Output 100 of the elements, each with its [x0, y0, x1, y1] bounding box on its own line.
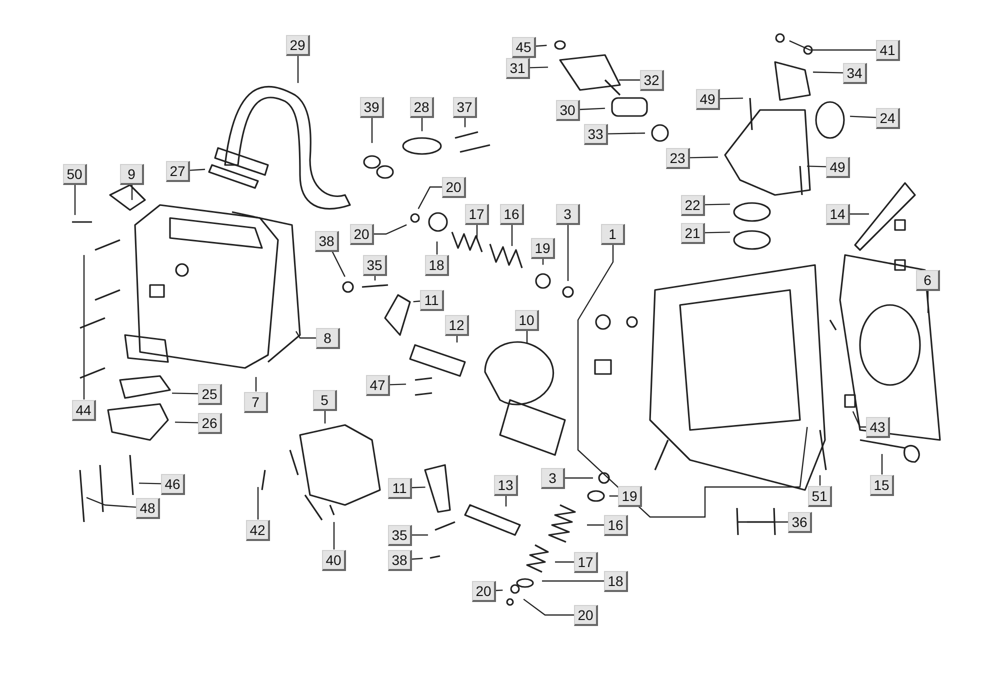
leader-line [174, 422, 198, 424]
callout-number: 11 [420, 290, 444, 310]
callout-number: 18 [604, 570, 628, 592]
leader-line [412, 534, 428, 536]
callout-number: 40 [322, 550, 346, 570]
leader-line [806, 166, 826, 168]
leader-line [587, 524, 604, 526]
callout-number: 3 [541, 468, 565, 488]
callout-number: 46 [161, 474, 185, 494]
leader-line [536, 44, 547, 47]
leader-line [852, 411, 866, 428]
callout-number: 45 [512, 36, 536, 58]
leader-line [172, 392, 198, 394]
leader-line [421, 118, 423, 132]
leader-line [720, 98, 744, 100]
leader-line [131, 184, 133, 200]
callout-number: 20 [350, 224, 374, 244]
callout-number: 7 [244, 392, 268, 412]
callout-number: 11 [388, 478, 412, 498]
leader-line [138, 482, 162, 484]
callout-number: 41 [876, 40, 900, 60]
leader-line [371, 118, 373, 143]
callout-number: 47 [366, 374, 390, 396]
leader-line [333, 522, 335, 550]
callout-number: 1 [601, 224, 625, 244]
callout-number: 5 [313, 390, 337, 410]
leader-line [511, 224, 513, 246]
callout-number: 15 [870, 474, 894, 496]
callout-number: 8 [316, 328, 340, 348]
callout-number: 18 [425, 254, 449, 276]
callout-number: 34 [843, 62, 867, 84]
leader-line [464, 118, 466, 128]
callout-number: 13 [494, 474, 518, 496]
callout-number: 14 [826, 204, 850, 224]
callout-number: 51 [808, 486, 832, 506]
leader-line [567, 224, 569, 281]
callout-number: 12 [445, 314, 469, 336]
callout-number: 43 [866, 416, 890, 438]
leader-line [704, 232, 730, 234]
leader-line [190, 168, 206, 171]
callout-number: 38 [315, 230, 339, 252]
callout-number: 39 [360, 96, 384, 118]
leader-line [74, 184, 76, 215]
callout-number: 49 [826, 156, 850, 178]
leader-line [324, 410, 326, 424]
callout-number: 10 [515, 310, 539, 330]
callout-number: 29 [286, 34, 310, 56]
callout-number: 20 [574, 604, 598, 626]
leader-line [580, 108, 606, 110]
callout-number: 26 [198, 412, 222, 434]
callout-number: 50 [63, 164, 87, 184]
callout-number: 36 [788, 512, 812, 532]
callout-number: 35 [388, 524, 412, 546]
callout-number: 6 [916, 270, 940, 290]
leader-line [374, 224, 407, 235]
leader-line [690, 156, 718, 158]
callout-number: 38 [388, 550, 412, 570]
leader-line [850, 213, 869, 215]
callout-number: 44 [72, 400, 96, 420]
leader-line [257, 487, 259, 520]
leader-line [747, 521, 788, 523]
callout-number: 30 [556, 100, 580, 120]
leader-line [496, 590, 503, 592]
callout-number: 35 [363, 254, 387, 276]
callout-number: 20 [472, 580, 496, 602]
leader-line [390, 384, 406, 386]
leader-line [523, 598, 574, 616]
leader-line [542, 580, 604, 582]
leader-line [881, 454, 883, 474]
leader-line [577, 244, 808, 518]
leader-line [819, 475, 821, 486]
callout-number: 17 [465, 204, 489, 224]
leader-line [505, 496, 507, 506]
callout-number: 27 [166, 160, 190, 182]
callout-number: 3 [556, 204, 580, 224]
leader-line [436, 242, 438, 254]
callout-number: 24 [876, 108, 900, 128]
callout-number: 19 [618, 486, 642, 506]
leader-line [565, 477, 593, 479]
leader-line [412, 486, 426, 488]
callout-number: 19 [531, 238, 555, 258]
leader-line [704, 204, 730, 206]
leader-line [332, 251, 346, 277]
leader-line [418, 186, 442, 210]
leader-line [413, 300, 420, 302]
callout-number: 32 [640, 70, 664, 90]
callout-number: 48 [136, 498, 160, 518]
leader-line [476, 224, 478, 238]
leader-line [530, 66, 548, 68]
callout-number: 22 [681, 194, 705, 216]
leader-line [850, 116, 876, 118]
leader-line [812, 72, 844, 74]
leader-line [412, 558, 423, 560]
callout-number: 42 [246, 520, 270, 540]
leader-line [526, 330, 528, 344]
leader-line [295, 331, 316, 339]
leader-line [555, 561, 574, 563]
callout-number: 23 [666, 148, 690, 168]
callout-number: 9 [120, 164, 144, 184]
callout-number: 28 [410, 96, 434, 118]
